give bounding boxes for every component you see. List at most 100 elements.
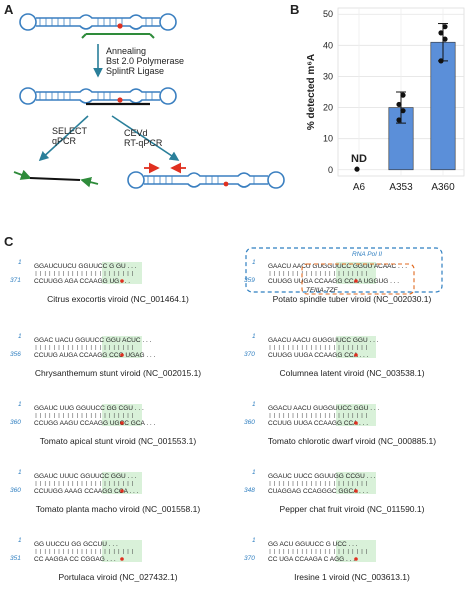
viroid-name: Portulaca viroid (NC_027432.1) [58, 572, 177, 582]
top-strand: GG UUCCU GG GCCUU . . . [34, 541, 118, 548]
data-point [438, 30, 444, 36]
qpcr-label: qPCR [52, 136, 77, 146]
step-polymerase: Bst 2.0 Polymerase [106, 56, 184, 66]
start-number: 1 [252, 537, 256, 544]
end-number: 360 [244, 419, 255, 426]
highlight-box [336, 540, 376, 562]
m6a-site [120, 279, 124, 283]
start-number: 1 [18, 469, 22, 476]
data-point [396, 101, 402, 108]
viroid-1: 1 371 GGAUCUUCU GGUUCC G GU . . . CCUUGG AG… [10, 259, 189, 304]
y-tick-label: 20 [323, 103, 333, 113]
end-number: 356 [10, 351, 21, 358]
start-number: 1 [18, 333, 22, 340]
viroid-name: Potato spindle tuber viroid (NC_002030.1… [273, 294, 432, 304]
select-label: SELECT [52, 126, 88, 136]
bottom-strand: CUUGG UUGA CCAAGG CCAA UGGUG . . . [268, 278, 399, 285]
end-number: 370 [244, 351, 255, 358]
viroid-name: Citrus exocortis viroid (NC_001464.1) [47, 294, 189, 304]
m6a-site [120, 489, 124, 493]
highlight-box [102, 262, 142, 284]
rna-pol-ii-box [245, 247, 443, 293]
viroid-2: 1 359 GAACU AACU GUGGUUCC GGUU ACAAC . . .… [244, 247, 443, 304]
y-tick-label: 40 [323, 40, 333, 50]
start-number: 1 [252, 401, 256, 408]
viroid-list: 1 371 GGAUCUUCU GGUUCC G GU . . . CCUUGG AG… [10, 247, 443, 582]
m6a-site [354, 353, 358, 357]
bottom-strand: CCUGG AAGU CCAAGG UGCC GCA . . . [34, 420, 156, 427]
branch-arrow-left [38, 115, 89, 162]
highlight-box [102, 336, 142, 358]
end-number: 360 [10, 419, 21, 426]
viroid-6: 1 360 GGACU AACU GUGGUUCC GGU . . . CCUUG U… [244, 401, 436, 446]
data-point [442, 36, 448, 42]
start-number: 1 [252, 333, 256, 340]
start-number: 1 [18, 401, 22, 408]
bottom-strand: CC UGA CCAAGA C AGG . . . [268, 556, 355, 563]
data-point [400, 108, 406, 114]
cevd-label: CEVd [124, 128, 148, 138]
viroid-name: Tomato chlorotic dwarf viroid (NC_000885… [268, 436, 436, 446]
top-strand: GGACU AACU GUGGUUCC GGU . . . [268, 405, 379, 412]
top-strand: GGAUC UUUC GGUUCC GGU . . . [34, 473, 137, 480]
m6a-site [354, 557, 358, 561]
top-strand: GAACU AACU GUGGUUCC GGUU ACAAC . . . [268, 263, 407, 270]
nd-annotation: ND [351, 153, 367, 165]
rtqpcr-label: RT-qPCR [124, 138, 163, 148]
x-tick-label: A6 [353, 182, 366, 193]
rna-pol-ii-label: RNA Pol II [352, 251, 382, 258]
start-number: 1 [252, 259, 256, 266]
viroid-rod-2 [19, 87, 177, 106]
top-strand: GG ACU GGUUCC G UCC . . . [268, 541, 358, 548]
y-tick-label: 50 [323, 9, 333, 19]
data-point [396, 117, 402, 123]
data-point [400, 92, 406, 98]
viroid-name: Tomato apical stunt viroid (NC_001553.1) [40, 436, 197, 446]
data-point [442, 24, 448, 30]
m6a-site [120, 421, 124, 425]
bar-A360 [430, 41, 456, 171]
m6a-site [120, 557, 124, 561]
step-annealing: Annealing [106, 46, 146, 56]
start-number: 1 [18, 537, 22, 544]
start-number: 1 [18, 259, 22, 266]
viroid-5: 1 360 GGAUC UUG GGUUCC GG CGU . . . CCUGG A… [10, 401, 196, 446]
m6a-site [120, 353, 124, 357]
x-tick-label: A360 [431, 182, 455, 193]
bottom-strand: CCUUGG AGA CCAAGG UG . . . [34, 278, 130, 285]
viroid-rod-1 [19, 13, 177, 39]
top-strand: GGAUCUUCU GGUUCC G GU . . . [34, 263, 137, 270]
top-strand: GAACU AACU GUGGUUCC GGU . . . [268, 337, 379, 344]
data-point [438, 58, 444, 64]
top-strand: GGAUC UUG GGUUCC GG CGU . . . [34, 405, 144, 412]
end-number: 370 [244, 555, 255, 562]
end-number: 359 [244, 277, 255, 284]
panel-c-label: C [4, 234, 14, 249]
tfiiia-label: TFIIIA-7ZF [306, 287, 338, 294]
cevd-rod [127, 162, 285, 189]
bottom-strand: CCUUGG AAAG CCAAGG CCA . . . [34, 488, 139, 495]
end-number: 360 [10, 487, 21, 494]
end-number: 371 [10, 277, 21, 284]
end-number: 348 [244, 487, 255, 494]
highlight-box [102, 404, 142, 426]
top-strand: GGAC UACU GGUUCC GGU ACUC . . . [34, 337, 152, 344]
data-point [354, 166, 360, 172]
highlight-box [336, 262, 376, 284]
top-strand: GGAUC UUCC GGUUGG CCGU . . . [268, 473, 376, 480]
viroid-name: Iresine 1 viroid (NC_003613.1) [294, 572, 410, 582]
viroid-name: Columnea latent viroid (NC_003538.1) [279, 368, 424, 378]
bottom-strand: CCUUG UUGA CCAAGG CCA . . . [268, 420, 368, 427]
end-number: 351 [10, 555, 21, 562]
viroid-name: Chrysanthemum stunt viroid (NC_002015.1) [35, 368, 201, 378]
panel-a-label: A [4, 2, 14, 17]
viroid-name: Tomato planta macho viroid (NC_001558.1) [36, 504, 201, 514]
m6a-site [354, 421, 358, 425]
panel-b-label: B [290, 2, 299, 17]
start-number: 1 [252, 469, 256, 476]
